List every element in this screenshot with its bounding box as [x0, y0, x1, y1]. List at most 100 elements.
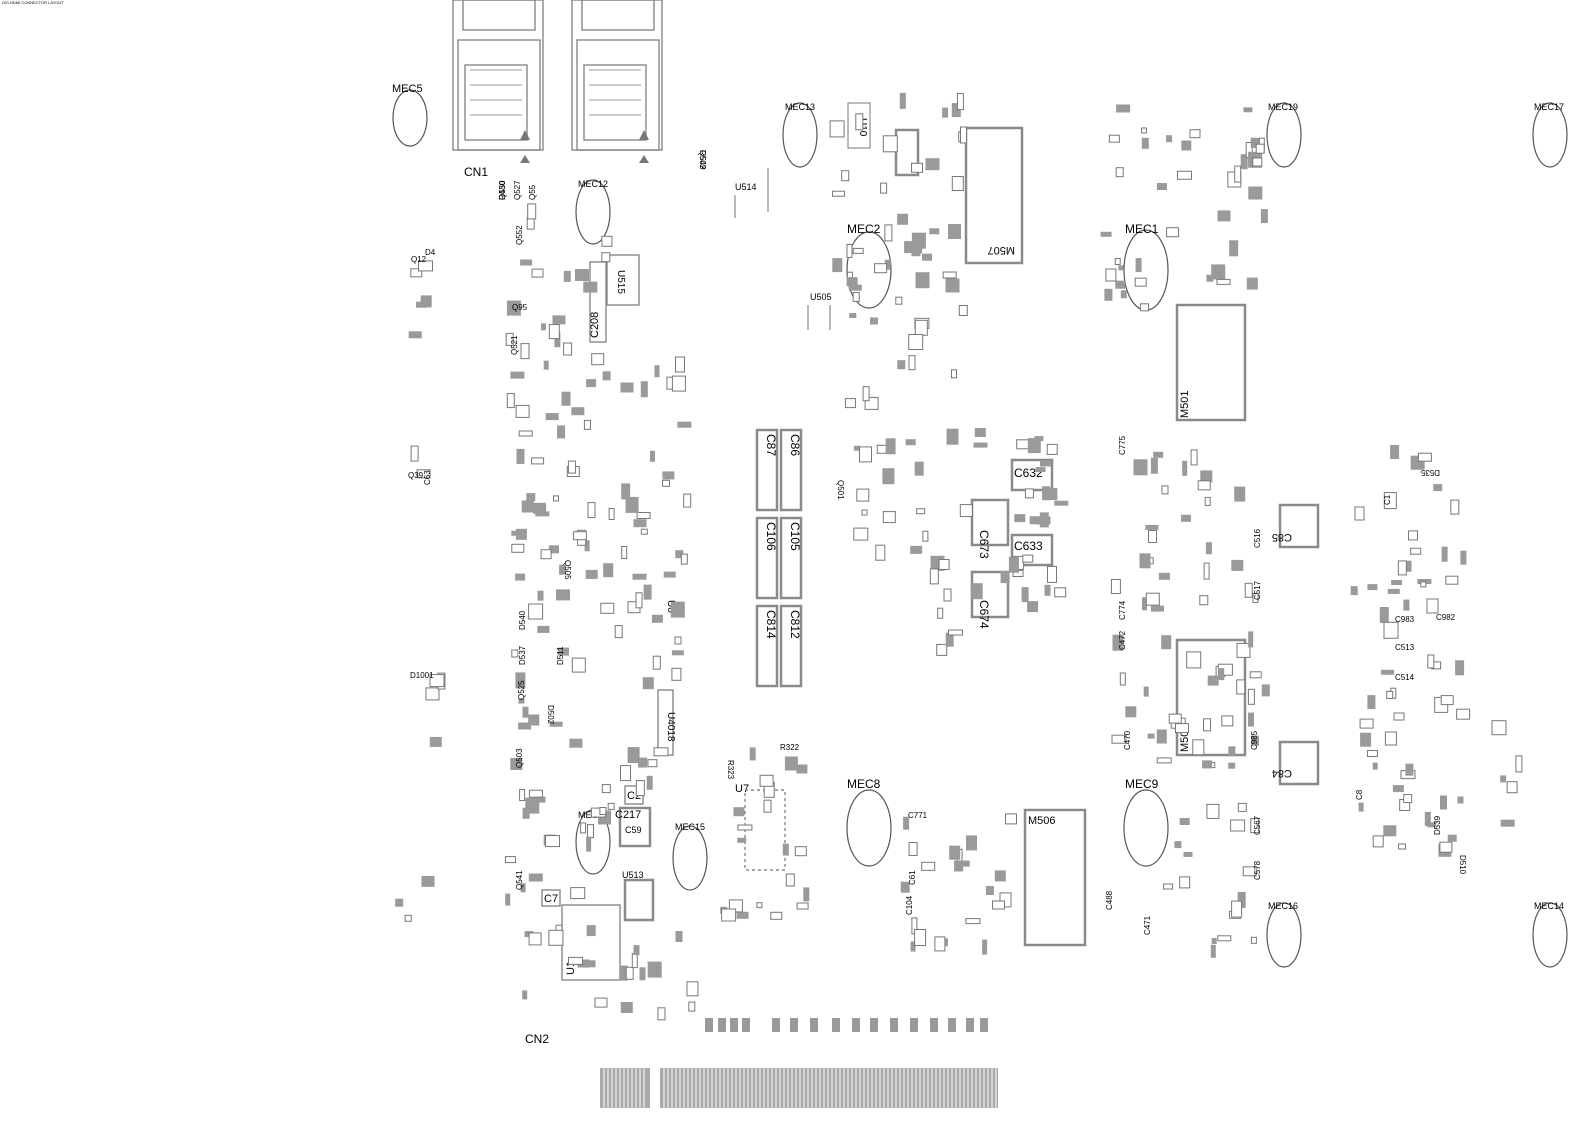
mounting-hole-mec17: MEC17: [1532, 102, 1568, 168]
smd-component: [1367, 695, 1376, 710]
smd-component: [1506, 781, 1518, 794]
smd-component: [511, 649, 519, 658]
svg-text:C208: C208: [589, 312, 601, 338]
smd-component: [1156, 757, 1172, 764]
smd-component: [1027, 438, 1041, 454]
cn2-edge-connector: [600, 1068, 998, 1108]
smd-component: [1036, 516, 1051, 525]
smd-component: [853, 527, 869, 541]
edge-pad: [718, 1018, 726, 1032]
smd-component: [1197, 480, 1211, 491]
smd-component: [528, 873, 543, 882]
smd-component: [1145, 524, 1159, 530]
component-label: C578: [1253, 860, 1262, 880]
smd-component: [942, 107, 949, 118]
component-label: C8: [1355, 789, 1364, 800]
smd-component: [1047, 565, 1057, 583]
smd-component: [632, 573, 647, 580]
component-label: D1001: [410, 671, 434, 680]
smd-component: [1228, 746, 1236, 757]
smd-component: [1252, 157, 1263, 167]
component-label: C775: [1118, 435, 1127, 455]
smd-component: [1358, 802, 1364, 812]
component-label: C513: [1395, 643, 1415, 652]
smd-component: [545, 413, 559, 421]
smd-component: [737, 837, 747, 843]
smd-component: [960, 126, 967, 144]
smd-component: [948, 224, 961, 239]
component-label: Q12: [411, 255, 427, 264]
component-label: C774: [1118, 600, 1127, 620]
svg-text:U513: U513: [622, 870, 644, 880]
svg-text:C7: C7: [544, 893, 558, 905]
mounting-hole-mec19: MEC19: [1266, 102, 1302, 168]
smd-component: [1217, 210, 1231, 222]
smd-component: [1142, 597, 1147, 611]
smd-component: [915, 272, 930, 289]
smd-component: [528, 714, 540, 726]
smd-component: [599, 807, 607, 815]
smd-component: [841, 170, 850, 182]
ic-u1: U1: [561, 904, 621, 981]
smd-component: [992, 900, 1005, 910]
smd-component: [885, 438, 896, 455]
smd-component: [1383, 621, 1399, 639]
smd-component: [548, 929, 564, 946]
smd-component: [1054, 587, 1067, 598]
smd-component: [1145, 592, 1160, 606]
smd-component: [1200, 470, 1213, 483]
smd-component: [625, 496, 639, 513]
smd-component: [1029, 516, 1043, 525]
smd-component: [548, 324, 560, 340]
smd-component: [861, 509, 868, 516]
smd-component: [1237, 891, 1246, 908]
svg-text:MEC1: MEC1: [1125, 222, 1159, 236]
smd-component: [569, 738, 583, 748]
smd-component: [1207, 675, 1219, 686]
smd-component: [1100, 231, 1112, 237]
smd-component: [585, 569, 598, 579]
smd-component: [936, 643, 948, 656]
smd-component: [1255, 143, 1265, 154]
smd-component: [636, 512, 651, 519]
smd-component: [1206, 803, 1220, 819]
smd-component: [586, 836, 592, 852]
smd-component: [537, 625, 550, 633]
smd-component: [1450, 499, 1460, 515]
smd-component: [1440, 695, 1454, 706]
smd-component: [759, 774, 774, 787]
smd-component: [1260, 209, 1268, 224]
smd-component: [973, 442, 988, 448]
smd-component: [1397, 560, 1407, 576]
smd-component: [1105, 268, 1117, 282]
smd-component: [580, 822, 587, 834]
smd-component: [966, 835, 977, 851]
smd-component: [1204, 496, 1211, 506]
component-label: Q525: [517, 680, 526, 700]
smd-component: [1166, 135, 1173, 143]
smd-component: [603, 563, 614, 578]
smd-component: [1500, 775, 1507, 783]
smd-component: [785, 873, 795, 887]
smd-component: [925, 158, 940, 171]
smd-component: [1133, 459, 1148, 476]
pad-row-bottom: [705, 1018, 988, 1032]
edge-pad: [742, 1018, 750, 1032]
edge-pad: [980, 1018, 988, 1032]
smd-component: [934, 936, 946, 952]
ic-m501: M501: [1175, 303, 1247, 422]
smd-component: [1211, 264, 1226, 280]
cap-c208: C208: [589, 261, 607, 343]
smd-component: [880, 182, 888, 194]
smd-component: [914, 929, 927, 946]
smd-component: [1205, 542, 1212, 555]
edge-pad: [910, 1018, 918, 1032]
smd-component: [675, 550, 684, 559]
smd-component: [1151, 605, 1164, 612]
smd-component: [633, 519, 647, 528]
smd-component: [647, 759, 658, 768]
component-label: R323: [726, 760, 735, 780]
small-component-field: [395, 92, 1523, 1021]
smd-component: [1248, 712, 1254, 727]
svg-text:C814: C814: [764, 610, 778, 639]
